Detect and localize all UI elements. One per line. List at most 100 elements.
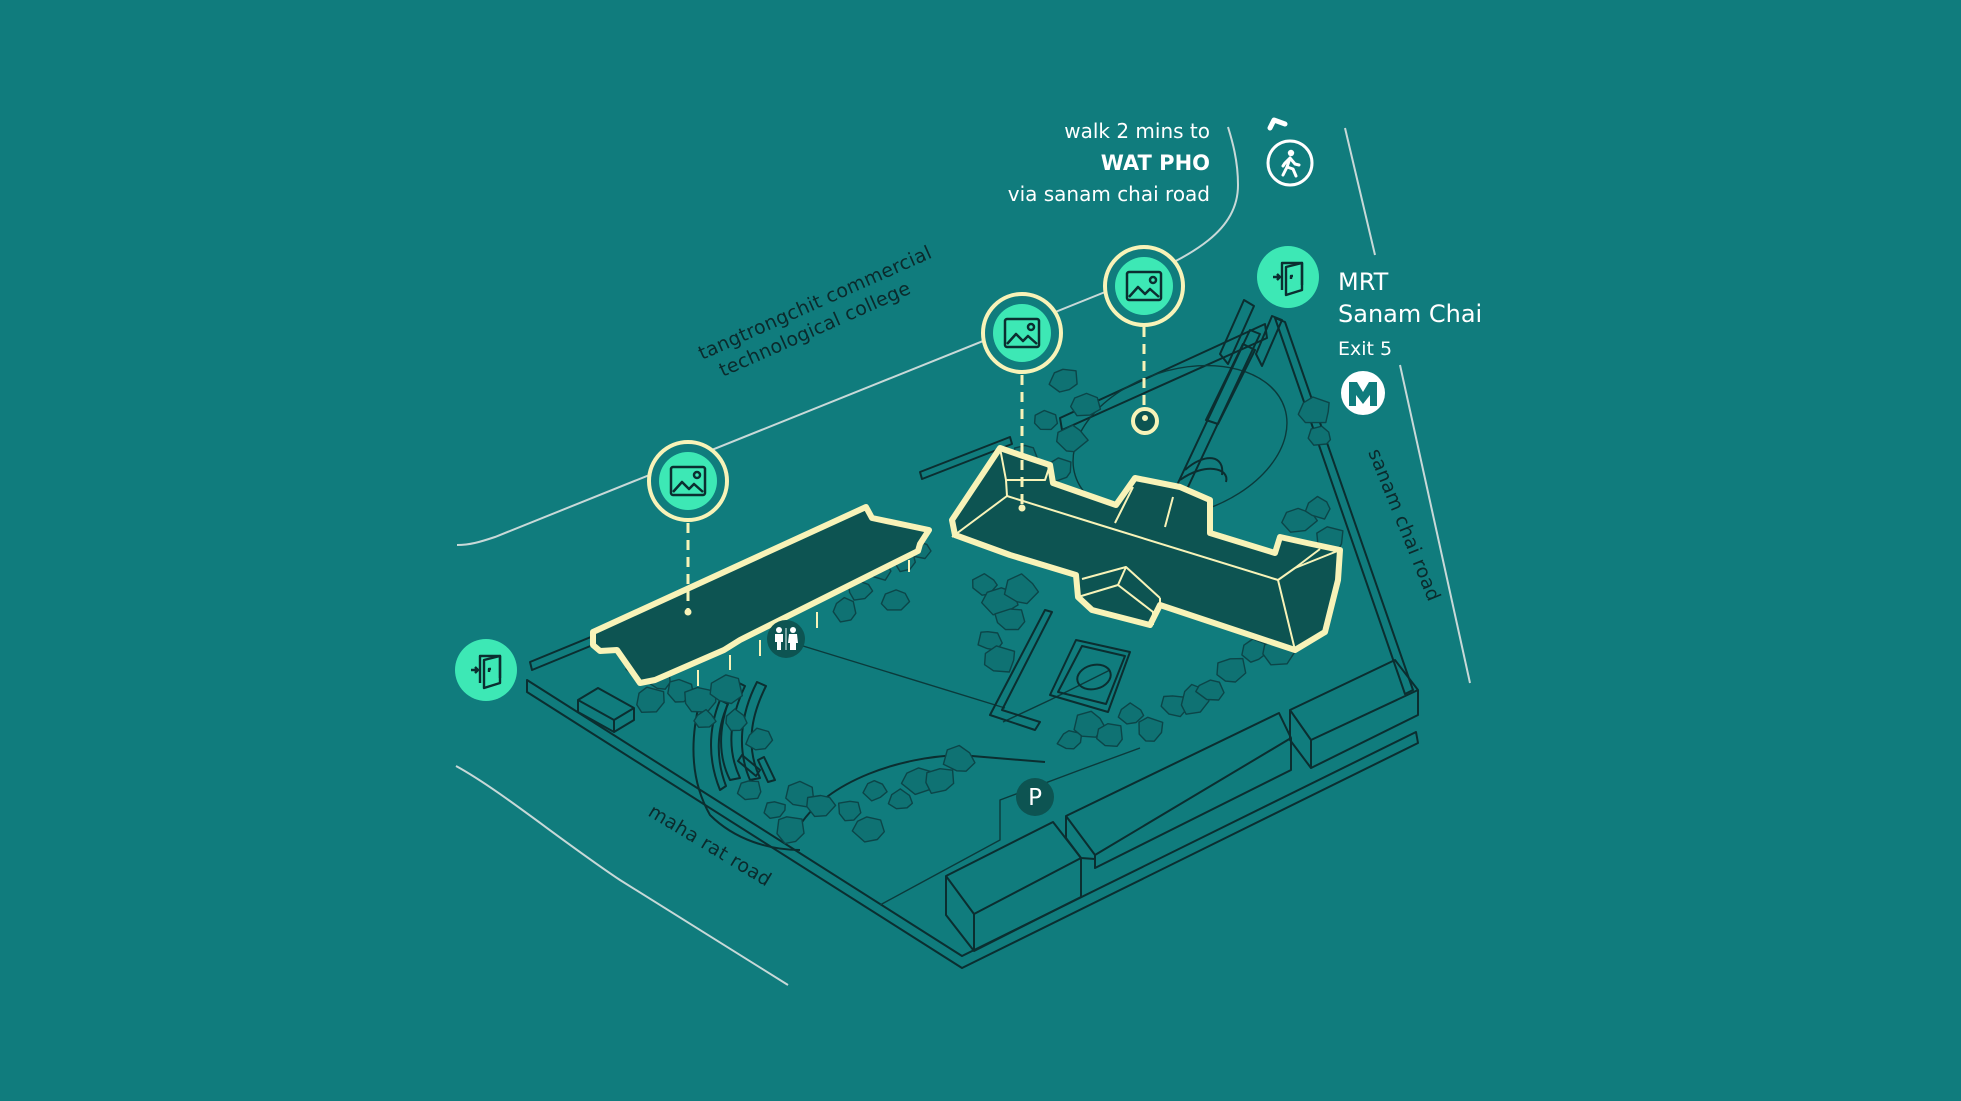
- mrt-callout: MRT Sanam Chai Exit 5: [1338, 268, 1482, 415]
- tree-canopy: [1117, 702, 1145, 725]
- tree-canopy: [1048, 368, 1078, 393]
- courtyard-arc-2: [1179, 467, 1228, 483]
- courtyard-arc: [1184, 457, 1224, 476]
- shed-top: [577, 687, 635, 721]
- west-building: [590, 504, 932, 686]
- north-wall-3: [1059, 323, 1268, 431]
- tree-canopy: [693, 708, 717, 728]
- tree-canopy: [1241, 638, 1270, 663]
- image-icon: [1125, 270, 1163, 302]
- tree-canopy: [1195, 679, 1225, 701]
- tree-canopy: [1070, 392, 1102, 417]
- walk-destination: WAT PHO: [1101, 151, 1210, 175]
- tree-canopy: [848, 580, 874, 601]
- photo-marker-courtyard[interactable]: [1103, 245, 1185, 327]
- south-wall: [526, 679, 1419, 969]
- tree-canopy: [994, 608, 1026, 631]
- tree-canopy: [862, 780, 888, 802]
- tree-canopy: [1297, 396, 1330, 424]
- tree-canopy: [832, 596, 857, 623]
- tree-canopy: [636, 686, 665, 713]
- lawn-curve: [692, 699, 801, 851]
- tree-canopy: [736, 780, 762, 801]
- tree-canopy: [942, 744, 976, 772]
- tree-canopy: [1096, 723, 1123, 747]
- parking-marker[interactable]: P: [1016, 778, 1054, 816]
- west-building-pillars: [697, 560, 910, 686]
- mrt-line: MRT: [1338, 268, 1389, 296]
- photo-marker-main[interactable]: [981, 292, 1063, 374]
- courtyard-point-dot: [1142, 415, 1148, 421]
- tree-canopy: [838, 800, 862, 822]
- parking-label: P: [1028, 785, 1042, 811]
- fountain-square: [1049, 639, 1131, 713]
- tree-canopy: [806, 794, 837, 818]
- bench-5: [757, 756, 776, 783]
- main-building: [949, 445, 1343, 653]
- mrt-entrance-marker[interactable]: [1257, 246, 1319, 308]
- parking-lane: [879, 747, 1141, 906]
- tree-canopy: [851, 816, 885, 843]
- north-wall-2: [919, 436, 1013, 480]
- tree-canopy: [925, 768, 955, 794]
- fountain-square-inner: [1057, 645, 1126, 705]
- west-road-edge: [455, 765, 789, 986]
- restroom-icon: [775, 627, 798, 650]
- leader-west-dot: [684, 608, 692, 616]
- tree-canopy: [880, 589, 911, 611]
- image-icon: [669, 465, 707, 497]
- shed-front: [577, 700, 615, 733]
- walk-line3: via sanam chai road: [1008, 182, 1210, 206]
- photo-marker-west[interactable]: [647, 440, 729, 522]
- east-road-edge-lower: [1399, 364, 1471, 684]
- entrance-door-icon: [1273, 261, 1304, 297]
- chevron-up-left-icon: [1267, 117, 1288, 131]
- tree-canopy: [983, 645, 1016, 673]
- restroom-marker[interactable]: [767, 620, 805, 658]
- shed-a: [945, 821, 1082, 952]
- mrt-logo-icon[interactable]: [1341, 371, 1385, 415]
- tree-canopy: [1003, 573, 1040, 605]
- mrt-exit: Exit 5: [1338, 338, 1392, 360]
- tree-canopy: [745, 727, 774, 751]
- east-road-edge-upper: [1344, 127, 1376, 256]
- courtyard: [989, 299, 1288, 731]
- image-icon: [1003, 317, 1041, 349]
- tree-canopy: [1304, 495, 1331, 520]
- main-building-ridges: [951, 447, 1341, 651]
- bench-1: [710, 699, 729, 791]
- garden-path-l: [989, 609, 1053, 731]
- outer-road-lines: [455, 126, 1471, 986]
- courtyard-path-c: [1255, 315, 1283, 367]
- shed-side: [613, 708, 635, 733]
- tree-canopy: [1073, 710, 1105, 738]
- west-building-roof: [590, 504, 932, 686]
- walk-line1: walk 2 mins to: [1064, 119, 1210, 143]
- tree-canopy: [776, 816, 805, 845]
- tree-canopy: [1056, 424, 1089, 453]
- tree-canopy: [709, 674, 743, 705]
- tree-canopy: [1033, 409, 1059, 431]
- fountain: [1076, 663, 1112, 691]
- tree-canopy: [785, 780, 815, 808]
- tree-canopy: [1307, 425, 1332, 446]
- bench-4: [737, 754, 761, 777]
- shed-c: [1289, 659, 1419, 769]
- leader-lines: [684, 327, 1159, 616]
- walk-callout: walk 2 mins to WAT PHO via sanam chai ro…: [1008, 117, 1314, 206]
- tree-canopy: [725, 708, 748, 732]
- trees: [625, 368, 1344, 845]
- west-shed: [577, 687, 635, 733]
- lawn-edge: [789, 641, 1006, 709]
- tree-canopy: [887, 788, 914, 810]
- pedestrian-icon[interactable]: [1266, 139, 1314, 187]
- mrt-station: Sanam Chai: [1338, 300, 1482, 328]
- entrance-door-icon: [471, 654, 502, 690]
- tree-canopy: [1138, 716, 1164, 742]
- west-entrance-marker[interactable]: [455, 639, 517, 701]
- tree-canopy: [763, 801, 786, 819]
- courtyard-path-b: [1219, 299, 1255, 365]
- parking-sheds: [945, 659, 1419, 952]
- tree-canopy: [1216, 657, 1247, 683]
